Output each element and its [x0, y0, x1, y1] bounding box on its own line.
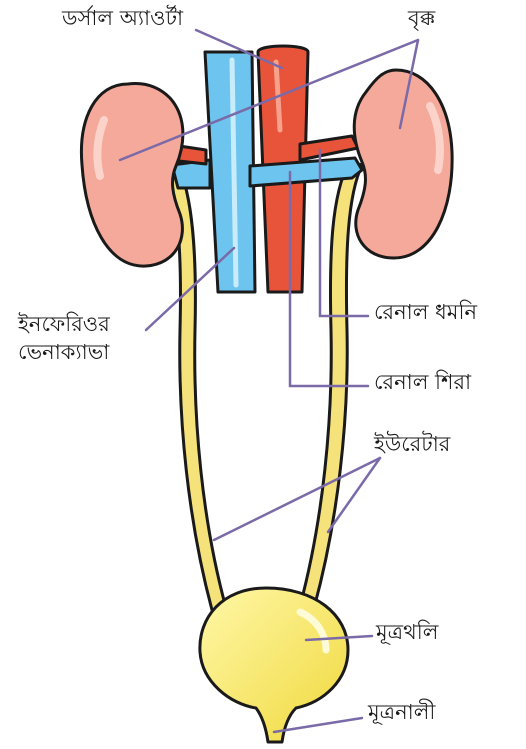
- label-kidney: বৃক্ক: [408, 6, 435, 30]
- label-bladder: মূত্রথলি: [376, 620, 438, 644]
- leader-ureter-left: [214, 458, 380, 540]
- label-inferior-vena-cava-line1: ইনফেরিওর: [18, 312, 110, 336]
- label-urethra: মূত্রনালী: [368, 700, 435, 724]
- label-dorsal-aorta: ডর্সাল অ্যাওর্টা: [62, 6, 183, 30]
- label-ureter: ইউরেটার: [374, 432, 450, 456]
- label-inferior-vena-cava-line2: ভেনাক্যাভা: [18, 340, 109, 364]
- label-renal-artery: রেনাল ধমনি: [374, 300, 477, 324]
- label-renal-vein: রেনাল শিরা: [374, 370, 471, 394]
- urinary-bladder: [200, 588, 348, 742]
- right-renal-artery: [300, 136, 358, 160]
